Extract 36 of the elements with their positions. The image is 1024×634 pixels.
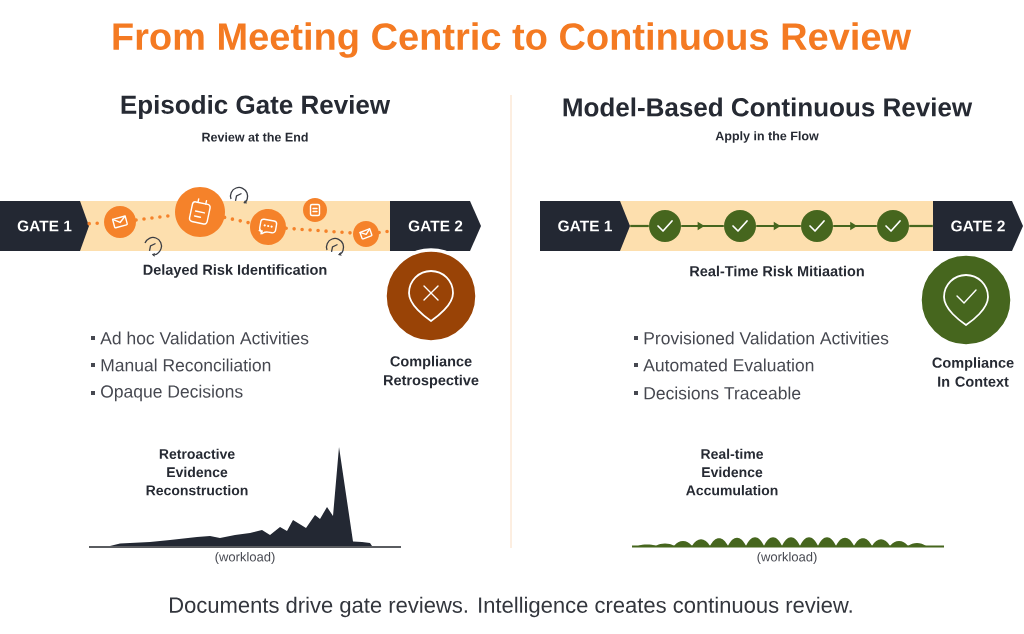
check-circle <box>801 210 833 242</box>
dotted-line <box>284 226 355 235</box>
dotted-line <box>222 215 253 225</box>
subheading: Apply in the Flow <box>715 131 819 143</box>
bullet-text: Opaque Decisions <box>101 384 243 402</box>
activity-circle <box>250 209 286 245</box>
activity-circle <box>303 198 327 222</box>
band-label: Real-Time Risk Mitiaation <box>690 265 864 277</box>
check-circle <box>649 210 681 242</box>
chart-label: Real-time Evidence Accumulation <box>686 448 778 496</box>
heading: Model-Based Continuous Review <box>563 97 973 117</box>
badge-caption: Compliance Retrospective <box>384 355 479 389</box>
activity-circle <box>353 221 379 247</box>
status-badge <box>383 248 479 344</box>
connector-line <box>909 224 933 228</box>
activity-circle <box>104 206 136 238</box>
activity-circle <box>175 187 225 237</box>
dotted-line <box>377 229 392 235</box>
axis-label: (workload) <box>215 551 275 565</box>
heading: Episodic Gate Review <box>121 94 391 120</box>
bullet-text: Manual Reconciliation <box>101 358 271 372</box>
connector-line <box>630 224 649 228</box>
caption: Documents drive gate reviews. Intelligence creates continuous review. <box>170 596 852 618</box>
bullet-text: Automated Evaluation <box>643 358 814 372</box>
bullet-text: Ad hoc Validation Activities <box>100 331 309 345</box>
status-badge <box>918 252 1014 348</box>
title: From Meeting Centric to Continuous Review <box>113 22 912 58</box>
band-label: Delayed Risk Identification <box>143 264 327 278</box>
bullet-text: Decisions Traceable <box>644 386 801 400</box>
chart-label: Retroactive Evidence Reconstruction <box>146 448 248 496</box>
subheading: Review at the End <box>202 132 308 142</box>
check-circle <box>877 210 909 242</box>
bullet-text: Provisioned Validation Activities <box>644 331 889 345</box>
check-circle <box>724 210 756 242</box>
axis-label: (workload) <box>757 551 817 565</box>
badge-caption: Compliance In Context <box>932 357 1014 387</box>
